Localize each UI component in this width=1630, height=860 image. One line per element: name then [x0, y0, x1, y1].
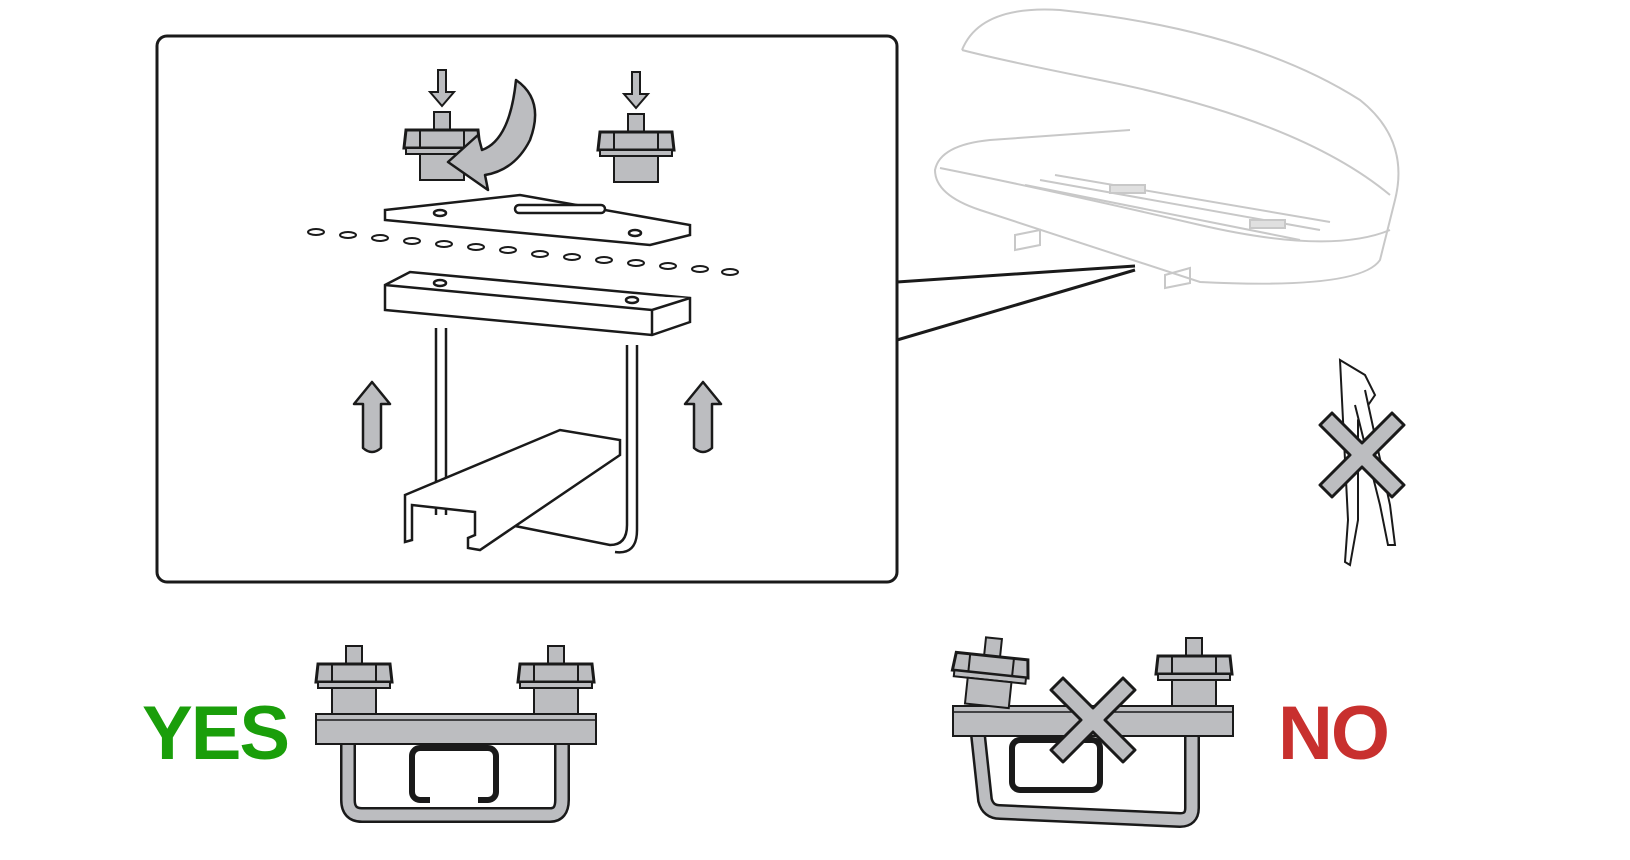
top-plate: [383, 193, 692, 247]
yes-label: YES: [142, 691, 290, 776]
correct-assembly: [314, 644, 597, 823]
bottom-plate: [383, 270, 692, 337]
roof-box-illustration: [933, 8, 1400, 290]
rotate-arrow-icon: [446, 78, 537, 192]
no-label: NO: [1278, 691, 1390, 776]
load-bar: [403, 428, 622, 552]
incorrect-assembly: [947, 632, 1234, 829]
dotted-line: [307, 228, 739, 276]
